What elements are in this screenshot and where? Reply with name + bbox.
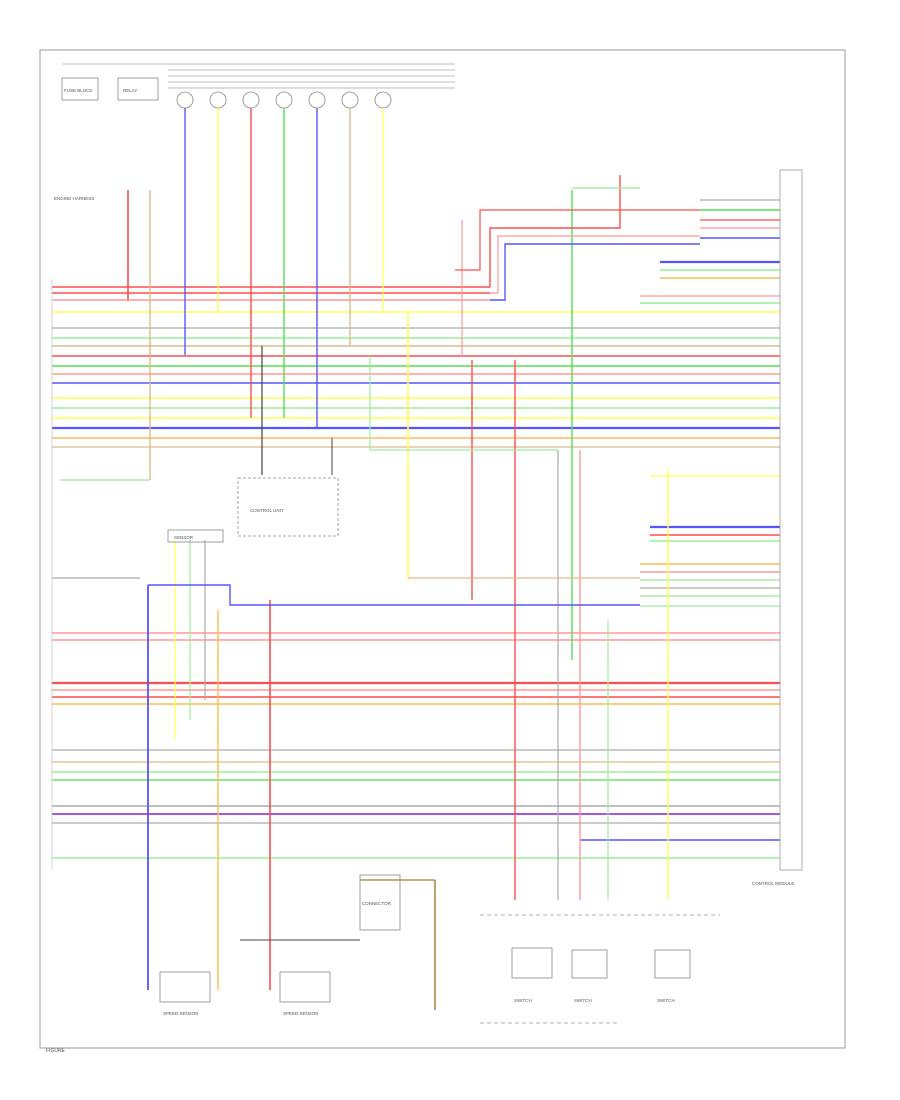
top-relay-label: RELAY [123, 88, 137, 93]
horizontal-wire-group [52, 286, 780, 448]
gauge-5 [308, 91, 326, 109]
wire-86 [490, 235, 700, 294]
gauge-7 [374, 91, 392, 109]
gauge-row [176, 91, 392, 109]
wire-87 [490, 243, 700, 301]
bottom-sensor-1: SPEED SENSOR [159, 971, 211, 1016]
right-control-module-label: CONTROL MODULE [752, 881, 794, 886]
gauge-4 [275, 91, 293, 109]
wire-88 [455, 209, 700, 271]
right-wire-group [580, 199, 780, 841]
bottom-switch-2-label: SWITCH [574, 998, 592, 1003]
left-sensor-module-label: SENSOR [174, 535, 194, 540]
bottom-connector-label: CONNECTOR [362, 901, 392, 906]
top-relay: RELAY [117, 77, 159, 101]
diagram-border [39, 49, 846, 1049]
gauge-2 [209, 91, 227, 109]
bottom-sensor-1-label: SPEED SENSOR [163, 1011, 199, 1016]
left-connector-label: ENGINE HARNESS [54, 196, 94, 201]
right-control-module: CONTROL MODULE [752, 169, 803, 886]
bottom-sensor-2: SPEED SENSOR [279, 971, 331, 1016]
lower-wire-group [52, 577, 780, 859]
bottom-connector: CONNECTOR [359, 874, 435, 931]
gauge-1 [176, 91, 194, 109]
center-control-unit: CONTROL UNIT [237, 477, 339, 537]
center-control-unit-label: CONTROL UNIT [250, 508, 284, 513]
wire-90 [369, 356, 558, 451]
gauge-6 [341, 91, 359, 109]
left-sensor-module: SENSOR [167, 529, 224, 543]
bottom-switch-1: SWITCH [511, 947, 553, 1003]
corner-label: FIGURE [46, 1048, 66, 1054]
vertical-wire-group [127, 108, 669, 1010]
wire-85 [489, 175, 621, 287]
left-connector-block: ENGINE HARNESS [51, 196, 94, 870]
top-fuse-block: FUSE BLOCK [61, 77, 99, 101]
bottom-switch-3: SWITCH [654, 949, 691, 1003]
bottom-sensor-2-label: SPEED SENSOR [283, 1011, 319, 1016]
bottom-switch-3-label: SWITCH [657, 998, 675, 1003]
top-fuse-block-label: FUSE BLOCK [64, 88, 93, 93]
wire-93 [148, 584, 640, 606]
bottom-switch-2: SWITCH [571, 949, 608, 1003]
gauge-3 [242, 91, 260, 109]
jog-wire-group [60, 175, 700, 941]
bottom-switch-1-label: SWITCH [514, 998, 532, 1003]
